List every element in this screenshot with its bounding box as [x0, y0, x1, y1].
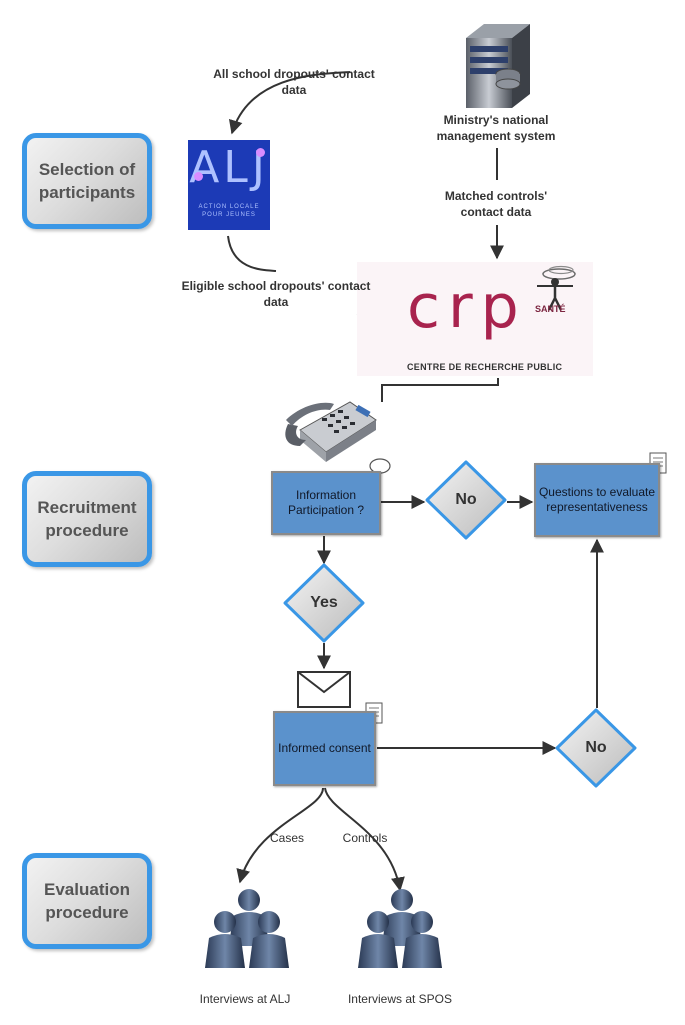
process-questions: Questions to evaluate representativeness: [534, 463, 660, 537]
diamond-yes: [283, 563, 365, 643]
crp-logo-word: crp: [407, 272, 527, 342]
process-informed-consent: Informed consent: [273, 711, 376, 786]
alj-logo: ALJ ACTION LOCALE POUR JEUNES: [188, 140, 270, 230]
crp-logo-name: CENTRE DE RECHERCHE PUBLIC: [407, 362, 563, 372]
alj-logo-dot: [194, 172, 203, 181]
label-matched-controls: Matched controls' contact data: [444, 189, 548, 219]
alj-logo-title: ALJ: [189, 142, 269, 193]
envelope-icon: [297, 671, 351, 708]
line-alj-to-eligible: [227, 235, 277, 272]
alj-logo-subtitle: ACTION LOCALE POUR JEUNES: [198, 204, 260, 218]
arrow-server-to-alj: [228, 71, 351, 135]
label-cases: Cases: [269, 831, 304, 845]
phase-selection: Selection of participants: [22, 133, 152, 229]
telephone-icon: [285, 401, 377, 462]
line-crp-to-phone: [381, 378, 499, 402]
connectors: [227, 71, 604, 892]
server-icon: [466, 24, 530, 108]
diamond-no-top: [425, 460, 507, 540]
no-bottom-label: No: [585, 739, 607, 756]
label-all-dropouts: All school dropouts' contact data: [213, 67, 375, 97]
crp-logo-sante: SANTÉ: [535, 304, 566, 314]
label-ministry: Ministry's national management system: [436, 113, 556, 143]
label-eligible-dropouts: Eligible school dropouts' contact data: [181, 279, 371, 309]
arrow-to-controls: [324, 787, 405, 892]
people-group-icon: [205, 889, 289, 968]
process-information: Information Participation ?: [271, 471, 381, 535]
phase-evaluation: Evaluation procedure: [22, 853, 152, 949]
label-controls: Controls: [342, 831, 388, 845]
alj-logo-dot: [256, 148, 265, 157]
people-group-icon: [358, 889, 442, 968]
yes-label: Yes: [310, 594, 338, 611]
diamond-no-bottom: [555, 708, 637, 788]
label-interviews-spos: Interviews at SPOS: [347, 992, 453, 1006]
no-top-label: No: [455, 491, 477, 508]
phase-recruitment: Recruitment procedure: [22, 471, 152, 567]
crp-logo: crp SANTÉ CENTRE DE RECHERCHE PUBLIC: [357, 262, 593, 376]
label-interviews-alj: Interviews at ALJ: [199, 992, 291, 1006]
crp-figure-icon: [537, 265, 576, 311]
arrow-to-cases: [236, 787, 324, 884]
